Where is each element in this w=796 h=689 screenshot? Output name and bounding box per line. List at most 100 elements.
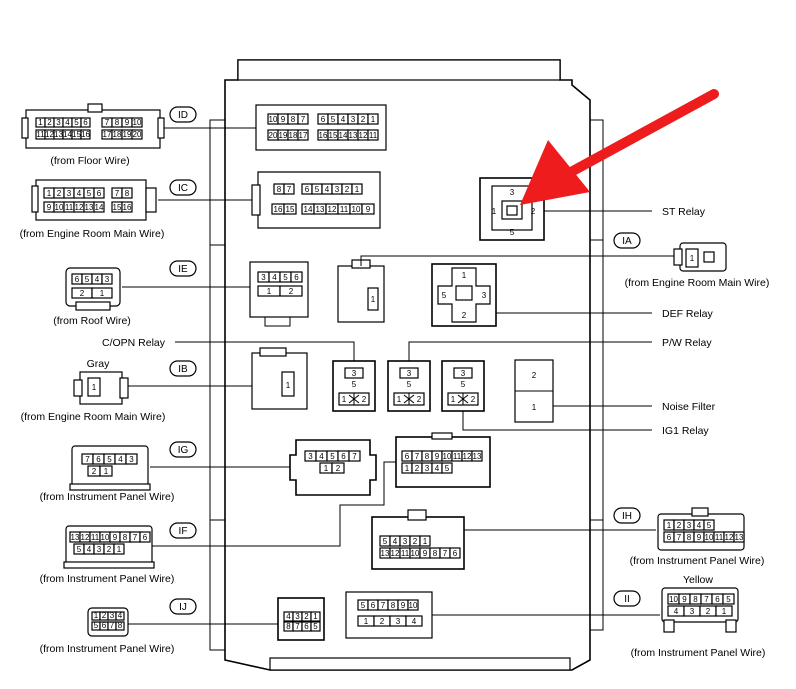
svg-text:IJ: IJ bbox=[179, 602, 187, 613]
box-id-cell bbox=[297, 129, 309, 141]
box-ii-pin: 4 bbox=[412, 617, 417, 626]
box-ii-pin: 10 bbox=[409, 601, 418, 610]
ext-ic-pin: 3 bbox=[67, 189, 72, 198]
box-ij-pin: 4 bbox=[286, 612, 291, 621]
label-from-engine-room-main-wire-ic: (from Engine Room Main Wire) bbox=[20, 228, 165, 240]
ext-ih-pin: 11 bbox=[715, 533, 724, 542]
st-pin-5: 5 bbox=[510, 228, 515, 237]
ext-ij-pin: 3 bbox=[110, 611, 115, 620]
label-def-relay: DEF Relay bbox=[662, 308, 714, 320]
ext-ih-pin: 6 bbox=[667, 533, 672, 542]
ext-if-pin: 4 bbox=[87, 545, 92, 554]
box-ii-pin: 8 bbox=[391, 601, 396, 610]
ext-ic-cell bbox=[93, 201, 105, 213]
ext-ic-pin: 12 bbox=[75, 203, 84, 212]
ext-ih-pin: 10 bbox=[705, 533, 714, 542]
box-ie-cell bbox=[279, 285, 303, 297]
ext-ih-pin: 3 bbox=[687, 521, 692, 530]
label-from-instrument-panel-wire-ii: (from Instrument Panel Wire) bbox=[631, 647, 766, 659]
ext-ih-pin: 9 bbox=[697, 533, 702, 542]
box-ic-cell bbox=[361, 203, 375, 215]
ext-ih-cell bbox=[703, 519, 715, 531]
box-if-cell bbox=[471, 450, 483, 462]
ext-ii-pin: 8 bbox=[693, 595, 698, 604]
copn-pin-5: 5 bbox=[352, 380, 357, 389]
label-from-engine-room-main-wire-ia: (from Engine Room Main Wire) bbox=[625, 277, 770, 289]
ext-if-pin: 3 bbox=[97, 545, 102, 554]
pw-pin-1: 1 bbox=[397, 395, 402, 404]
ext-ih-pin: 4 bbox=[697, 521, 702, 530]
ext-id-pin: 5 bbox=[74, 118, 79, 127]
ext-id-pin: 10 bbox=[133, 118, 142, 127]
label-yellow: Yellow bbox=[683, 574, 713, 586]
ext-if-pin: 10 bbox=[101, 533, 110, 542]
ext-ic-pin: 1 bbox=[47, 189, 52, 198]
box-ih-cell bbox=[449, 547, 461, 559]
ext-if-pin: 7 bbox=[133, 533, 138, 542]
box-id-pin: 3 bbox=[351, 115, 356, 124]
ext-if-pin: 11 bbox=[91, 533, 100, 542]
box-ih-pin: 11 bbox=[401, 549, 410, 558]
box-ie-pin: 4 bbox=[272, 273, 277, 282]
ig1-pin-1: 1 bbox=[451, 395, 456, 404]
label-copn-relay: C/OPN Relay bbox=[102, 337, 166, 349]
label-from-instrument-panel-wire-if: (from Instrument Panel Wire) bbox=[40, 573, 175, 585]
box-if-pin: 2 bbox=[415, 464, 420, 473]
st-pin-2: 2 bbox=[531, 207, 536, 216]
ext-ij-pin: 8 bbox=[118, 621, 123, 630]
tag-ic: IC bbox=[169, 179, 197, 196]
box-ic-pin: 10 bbox=[352, 205, 361, 214]
noise-pin-1: 1 bbox=[532, 403, 537, 412]
ext-ih-pin: 5 bbox=[707, 521, 712, 530]
red-arrow-icon bbox=[520, 89, 719, 205]
box-if-pin: 3 bbox=[425, 464, 430, 473]
ext-ii-pin: 6 bbox=[715, 595, 720, 604]
ext-ic-pin: 13 bbox=[85, 203, 94, 212]
ext-ih-pin: 13 bbox=[735, 533, 744, 542]
box-ig-cell bbox=[348, 450, 361, 462]
label-from-instrument-panel-wire-ig: (from Instrument Panel Wire) bbox=[40, 491, 175, 503]
box-ig-cell bbox=[331, 462, 345, 474]
ext-ic-pin: 14 bbox=[95, 203, 104, 212]
ext-ii-pin: 7 bbox=[704, 595, 709, 604]
box-ij-pin: 2 bbox=[304, 612, 309, 621]
box-ij-pin: 5 bbox=[313, 622, 318, 631]
ext-ic-cell bbox=[93, 187, 105, 199]
box-id-pin: 9 bbox=[281, 115, 286, 124]
box-if-pin: 9 bbox=[435, 452, 440, 461]
box-id-pin: 18 bbox=[289, 131, 298, 140]
noise-pin-2: 2 bbox=[532, 371, 537, 380]
ext-ii-pin: 2 bbox=[706, 607, 711, 616]
ext-if-pin: 2 bbox=[107, 545, 112, 554]
ext-id-pin: 11 bbox=[36, 130, 45, 139]
ext-id-pin: 9 bbox=[125, 118, 130, 127]
ext-ig-pin: 3 bbox=[129, 455, 134, 464]
ext-ij-pin: 5 bbox=[94, 621, 99, 630]
box-ig-pin: 6 bbox=[341, 452, 346, 461]
ext-ig-cell bbox=[125, 453, 138, 465]
box-id-pin: 6 bbox=[321, 115, 326, 124]
ext-ig-cell bbox=[99, 465, 113, 477]
label-pw-relay: P/W Relay bbox=[662, 337, 712, 349]
box-ii-pin: 1 bbox=[364, 617, 369, 626]
copn-pin-3: 3 bbox=[352, 369, 357, 378]
ext-ie-pin: 4 bbox=[95, 275, 100, 284]
ext-ig-pin: 2 bbox=[92, 467, 97, 476]
box-id-pin: 17 bbox=[299, 131, 308, 140]
ext-ii-pin: 10 bbox=[669, 595, 678, 604]
def-pin-2: 2 bbox=[462, 311, 467, 320]
box-ic-pin: 2 bbox=[345, 185, 350, 194]
box-ii-pin: 5 bbox=[361, 601, 366, 610]
box-if-pin: 6 bbox=[405, 452, 410, 461]
ext-ie-pin: 2 bbox=[80, 289, 85, 298]
box-ic-pin: 1 bbox=[355, 185, 360, 194]
box-ig-pin: 2 bbox=[336, 464, 341, 473]
box-ic-cell bbox=[283, 203, 297, 215]
box-ie-pin: 3 bbox=[261, 273, 266, 282]
ext-if-pin: 1 bbox=[117, 545, 122, 554]
ext-ii-pin: 5 bbox=[726, 595, 731, 604]
